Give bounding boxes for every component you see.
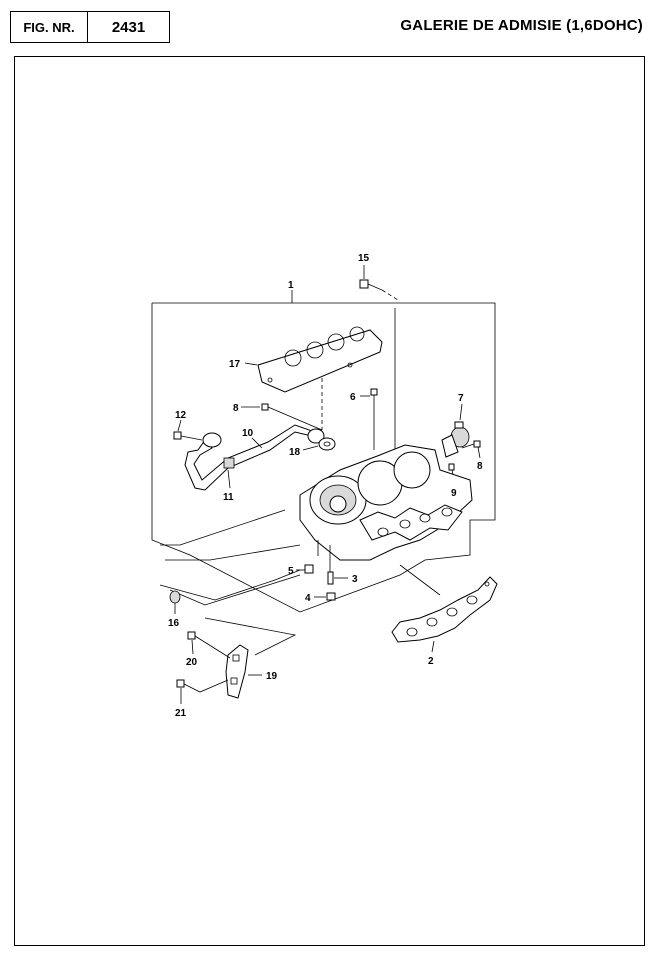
diagram-frame bbox=[14, 56, 645, 946]
assembly-boundary bbox=[151, 302, 496, 613]
callout-6: 6 bbox=[350, 392, 356, 403]
leader-20 bbox=[191, 639, 194, 655]
gasket-18 bbox=[318, 437, 336, 451]
callout-3: 3 bbox=[352, 574, 358, 585]
callout-20: 20 bbox=[186, 657, 198, 668]
leader-10 bbox=[251, 437, 263, 449]
leader-11 bbox=[227, 469, 231, 489]
bolt-15 bbox=[359, 279, 399, 470]
leader-8-right bbox=[477, 446, 481, 459]
callout-2: 2 bbox=[428, 656, 434, 667]
callout-15: 15 bbox=[358, 253, 370, 264]
page-title: GALERIE DE ADMISIE (1,6DOHC) bbox=[400, 17, 643, 34]
callout-8-right: 8 bbox=[477, 461, 483, 472]
guide-line-d bbox=[160, 509, 286, 546]
guide-line-a bbox=[165, 544, 301, 561]
callout-11: 11 bbox=[223, 492, 234, 503]
figure-number-box: FIG. NR. 2431 bbox=[10, 11, 170, 43]
guide-line-c bbox=[169, 574, 301, 606]
clip-9 bbox=[448, 463, 455, 471]
bolt-21 bbox=[176, 679, 229, 693]
callout-16: 16 bbox=[168, 618, 180, 629]
callout-9: 9 bbox=[451, 488, 457, 499]
callout-21: 21 bbox=[175, 708, 187, 719]
leader-17 bbox=[244, 362, 258, 366]
callout-4: 4 bbox=[305, 593, 311, 604]
nut-4 bbox=[326, 592, 336, 601]
sensor-7 bbox=[441, 403, 470, 458]
callout-8-left: 8 bbox=[233, 403, 239, 414]
intake-manifold bbox=[299, 444, 473, 575]
stud-3 bbox=[327, 571, 334, 585]
stud-6 bbox=[370, 388, 378, 450]
leader-2 bbox=[431, 640, 435, 653]
leader-12 bbox=[177, 419, 182, 432]
figure-label: FIG. NR. bbox=[11, 12, 88, 42]
gasket-2 bbox=[391, 576, 498, 643]
bracket-guide bbox=[204, 617, 297, 656]
figure-number: 2431 bbox=[111, 18, 146, 36]
callout-17: 17 bbox=[229, 359, 241, 370]
tube-10 bbox=[184, 424, 325, 491]
leader-18 bbox=[302, 445, 319, 451]
guide-line-b bbox=[159, 569, 301, 601]
callout-1: 1 bbox=[288, 280, 294, 291]
callout-18: 18 bbox=[289, 447, 301, 458]
bolt-20 bbox=[187, 631, 231, 659]
bracket-19 bbox=[225, 644, 249, 699]
bolt-8-right bbox=[461, 440, 481, 449]
callout-10: 10 bbox=[242, 428, 254, 439]
guide-line-e bbox=[399, 564, 441, 596]
callout-7: 7 bbox=[458, 393, 464, 404]
gasket-17 bbox=[257, 326, 383, 430]
bolt-8-left bbox=[261, 403, 323, 431]
callout-19: 19 bbox=[266, 671, 278, 682]
callout-12: 12 bbox=[175, 410, 187, 421]
bolt-12 bbox=[173, 431, 203, 441]
nut-5 bbox=[304, 564, 314, 574]
nut-16 bbox=[169, 590, 181, 604]
callout-5: 5 bbox=[288, 566, 294, 577]
